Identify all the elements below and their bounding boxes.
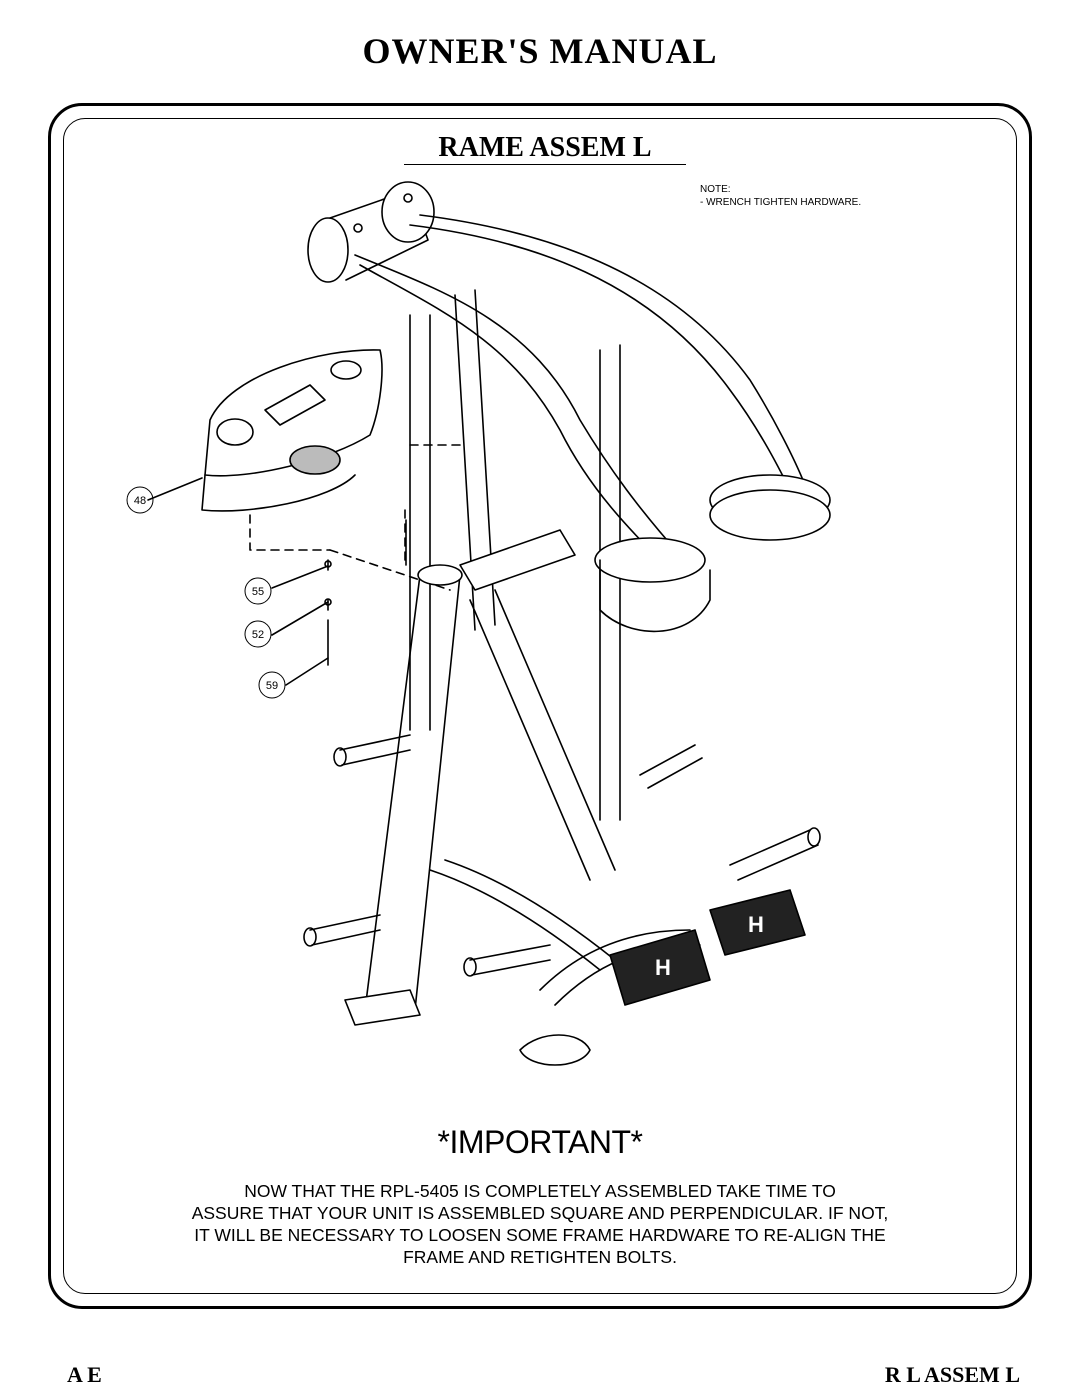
upright-left-front: [409, 314, 431, 731]
top-arm-right-2: [419, 214, 806, 486]
svg-text:H: H: [655, 955, 671, 980]
callout-55: 55: [252, 586, 264, 598]
shroud-part-48: [201, 349, 383, 512]
note-label: NOTE:: [700, 184, 731, 195]
floor-plate-center: [519, 1034, 591, 1066]
instruction-line: ASSURE THAT YOUR UNIT IS ASSEMBLED SQUAR…: [191, 1203, 889, 1223]
assembly-drawing: H H 48 55 52 59: [126, 181, 831, 1066]
note-block: NOTE: - WRENCH TIGHTEN HARDWARE.: [700, 183, 861, 209]
page-frame-outer: [48, 103, 1032, 1309]
callout-52: 52: [252, 629, 264, 641]
callout-59: 59: [266, 680, 278, 692]
horn-right-upper: [639, 744, 703, 789]
horn-left-lower: [309, 914, 381, 946]
horn-right-lower: [729, 829, 819, 881]
instruction-line: NOW THAT THE RPL-5405 IS COMPLETELY ASSE…: [244, 1181, 836, 1201]
footer-right-text: R L ASSEM L: [884, 1362, 1020, 1387]
instruction-line: IT WILL BE NECESSARY TO LOOSEN SOME FRAM…: [194, 1225, 886, 1245]
foot-pad-left: [594, 537, 711, 633]
callout-arrow-59: [285, 657, 329, 686]
top-arm-left: [359, 264, 671, 571]
floor-plate-left: [344, 989, 421, 1026]
instruction-line: FRAME AND RETIGHTEN BOLTS.: [403, 1247, 677, 1267]
horn-left-upper: [339, 734, 411, 766]
horn-center: [469, 944, 551, 976]
important-heading: *IMPORTANT*: [437, 1124, 643, 1160]
top-arm-left-2: [354, 254, 681, 556]
important-instructions: NOW THAT THE RPL-5405 IS COMPLETELY ASSE…: [104, 1180, 976, 1268]
callout-arrow-55: [271, 565, 329, 589]
page-frame-inner: [63, 118, 1017, 1294]
note-text: - WRENCH TIGHTEN HARDWARE.: [700, 197, 862, 208]
front-leg-tube: [364, 574, 461, 1011]
callout-arrow-48: [147, 477, 203, 501]
foot-pad-right: [709, 474, 831, 541]
top-cap-assembly: [307, 181, 435, 283]
svg-text:H: H: [748, 912, 764, 937]
top-arm-right: [409, 224, 791, 491]
manual-title: OWNER'S MANUAL: [362, 31, 718, 71]
section-title: RAME ASSEM L: [404, 132, 686, 165]
callout-48: 48: [134, 495, 146, 507]
footer-left-text: A E: [67, 1362, 102, 1387]
h-foot-plate-rear: H: [709, 889, 806, 956]
upright-right: [599, 344, 621, 821]
h-foot-plate-front: H: [609, 929, 711, 1006]
callout-arrow-52: [271, 601, 329, 636]
